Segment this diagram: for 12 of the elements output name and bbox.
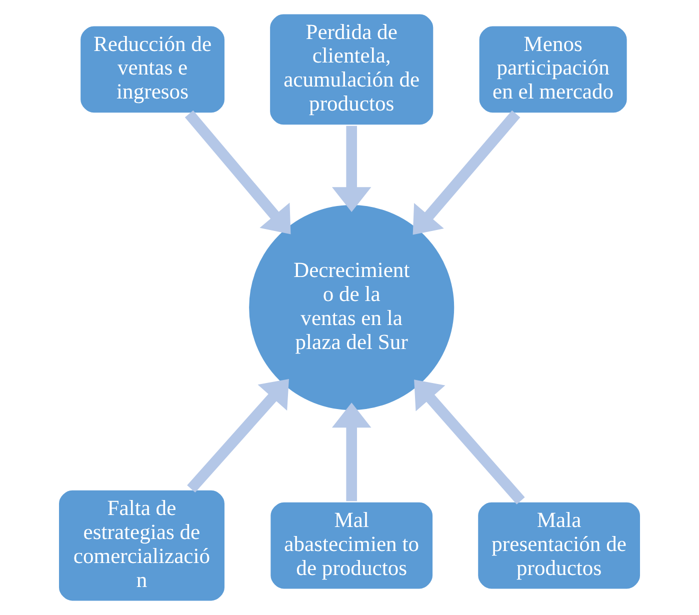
arrow [414, 380, 525, 504]
arrow [332, 402, 372, 502]
node-box: Mala presentación de productos [476, 500, 642, 592]
arrow [412, 110, 520, 235]
node-box: Mal abastecimien to de productos [268, 500, 435, 592]
arrow [332, 126, 372, 212]
node-box: Perdida de clientela, acumulación de productos [268, 12, 436, 128]
arrow [184, 110, 291, 234]
node-box: Reducción de ventas e ingresos [78, 24, 227, 116]
node-box: Falta de estrategias de comercialización [56, 488, 227, 604]
node-box: Menos participación en el mercado [476, 24, 630, 116]
arrow [187, 379, 289, 492]
